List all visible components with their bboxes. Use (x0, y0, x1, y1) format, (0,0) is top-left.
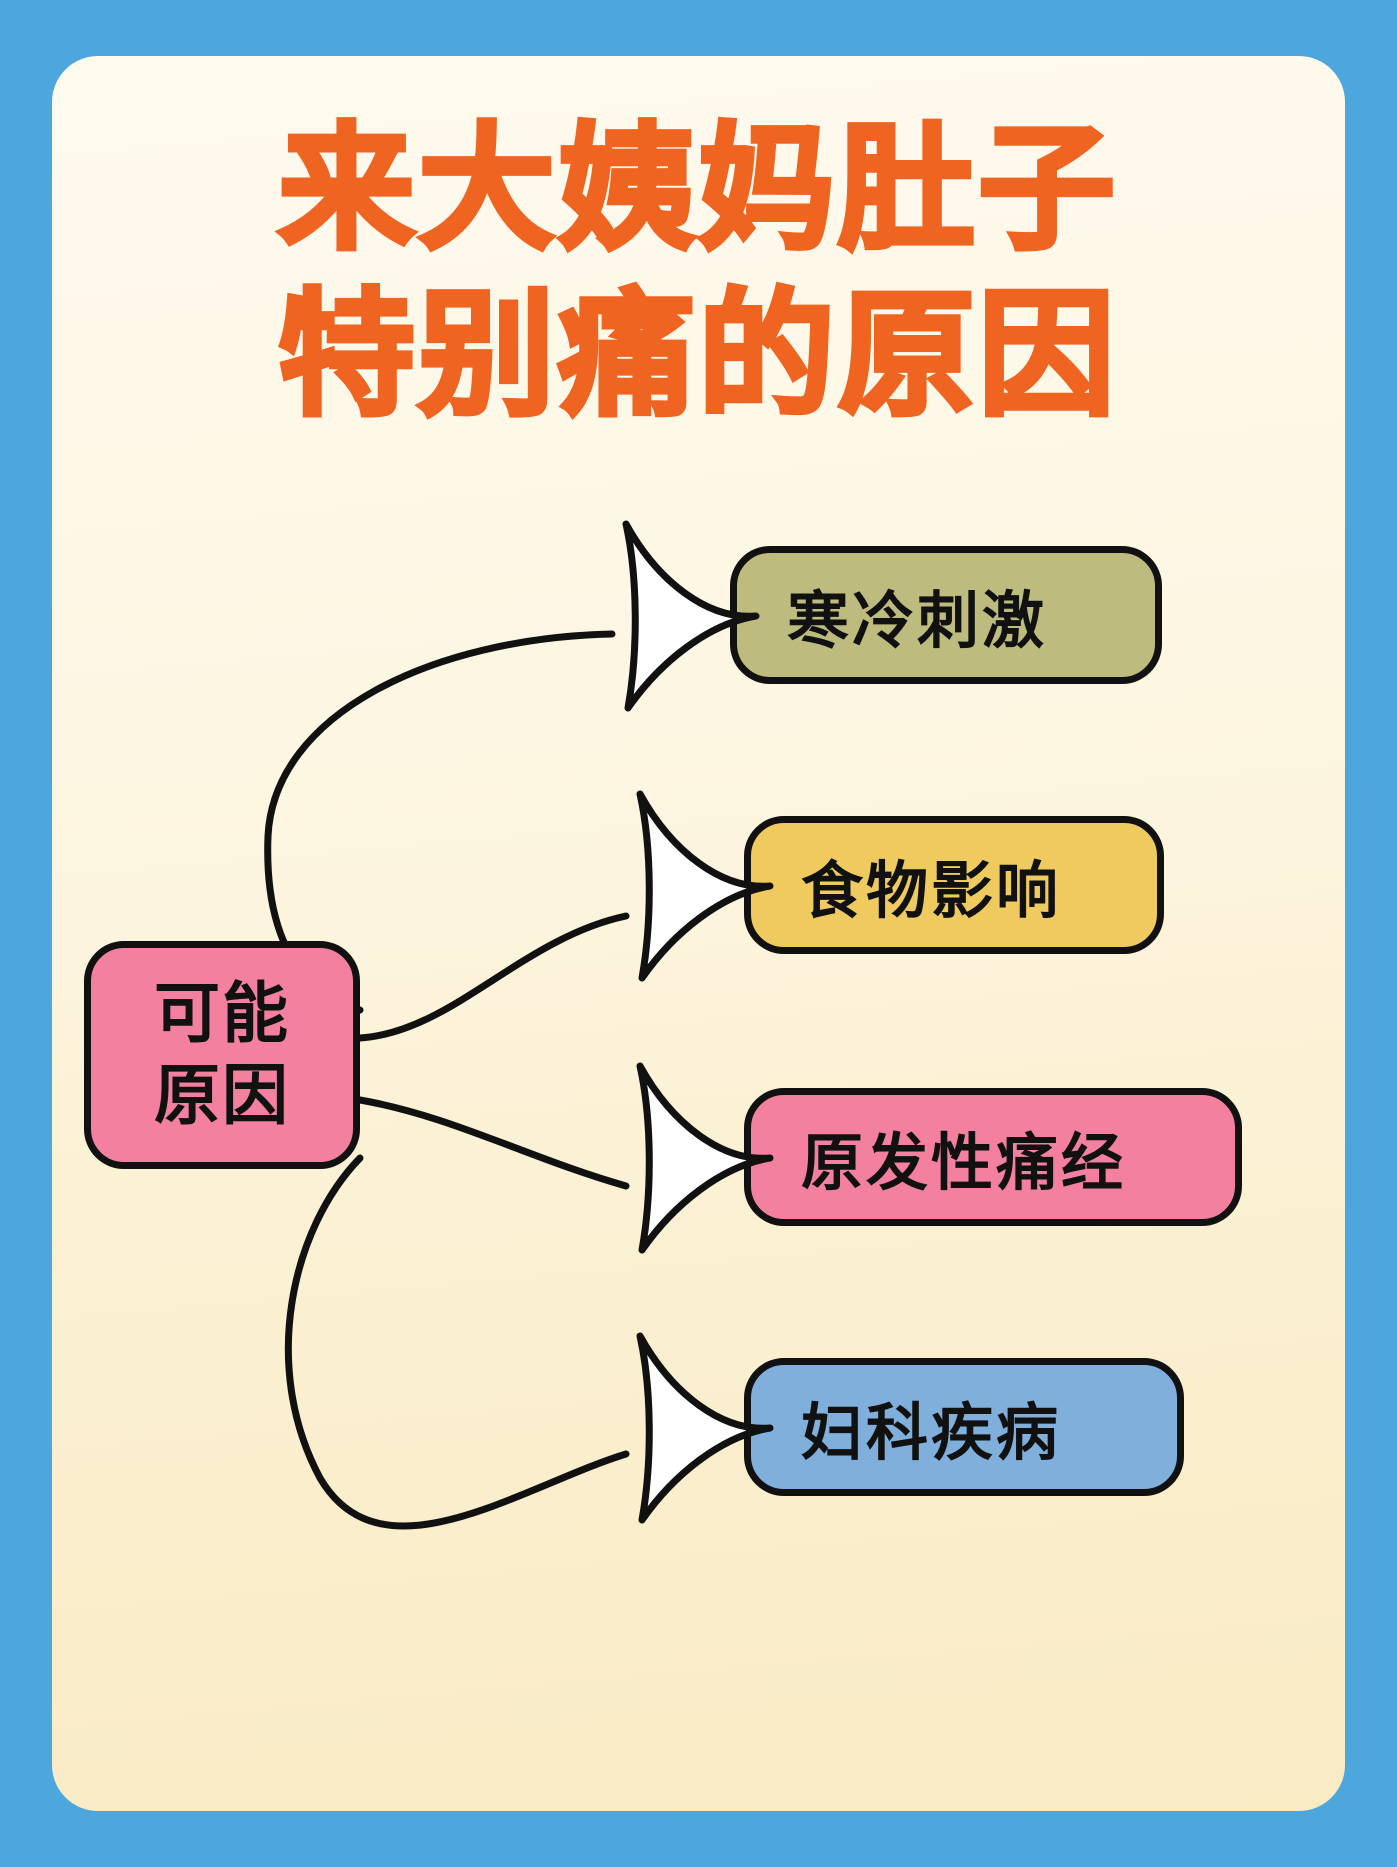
arrow-head-icon-1 (622, 520, 760, 712)
arrow-head-icon-3 (636, 1062, 774, 1254)
poster-card: 来大姨妈肚子 特别痛的原因 可能 原因 寒冷 (52, 56, 1345, 1811)
branch-label-2: 食物影响 (744, 816, 1164, 954)
connector-branch-2 (356, 912, 630, 1042)
arrow-head-icon-4 (636, 1332, 774, 1524)
branch-label-1: 寒冷刺激 (730, 546, 1162, 684)
branch-label-3: 原发性痛经 (744, 1088, 1242, 1226)
root-node[interactable]: 可能 原因 (84, 941, 360, 1169)
title-line-1: 来大姨妈肚子 (276, 109, 1119, 272)
connector-branch-4 (284, 1154, 630, 1530)
page-title: 来大姨妈肚子 特别痛的原因 (52, 108, 1345, 440)
title-line-2: 特别痛的原因 (276, 274, 1119, 437)
mind-map-diagram: 可能 原因 寒冷刺激 食物影响 原发性痛经 (52, 486, 1345, 1776)
branch-label-4: 妇科疾病 (744, 1358, 1184, 1496)
root-label-line-2: 原因 (154, 1057, 290, 1134)
arrow-head-icon-2 (636, 790, 774, 982)
root-label-line-1: 可能 (154, 974, 290, 1052)
connector-branch-3 (356, 1096, 630, 1190)
